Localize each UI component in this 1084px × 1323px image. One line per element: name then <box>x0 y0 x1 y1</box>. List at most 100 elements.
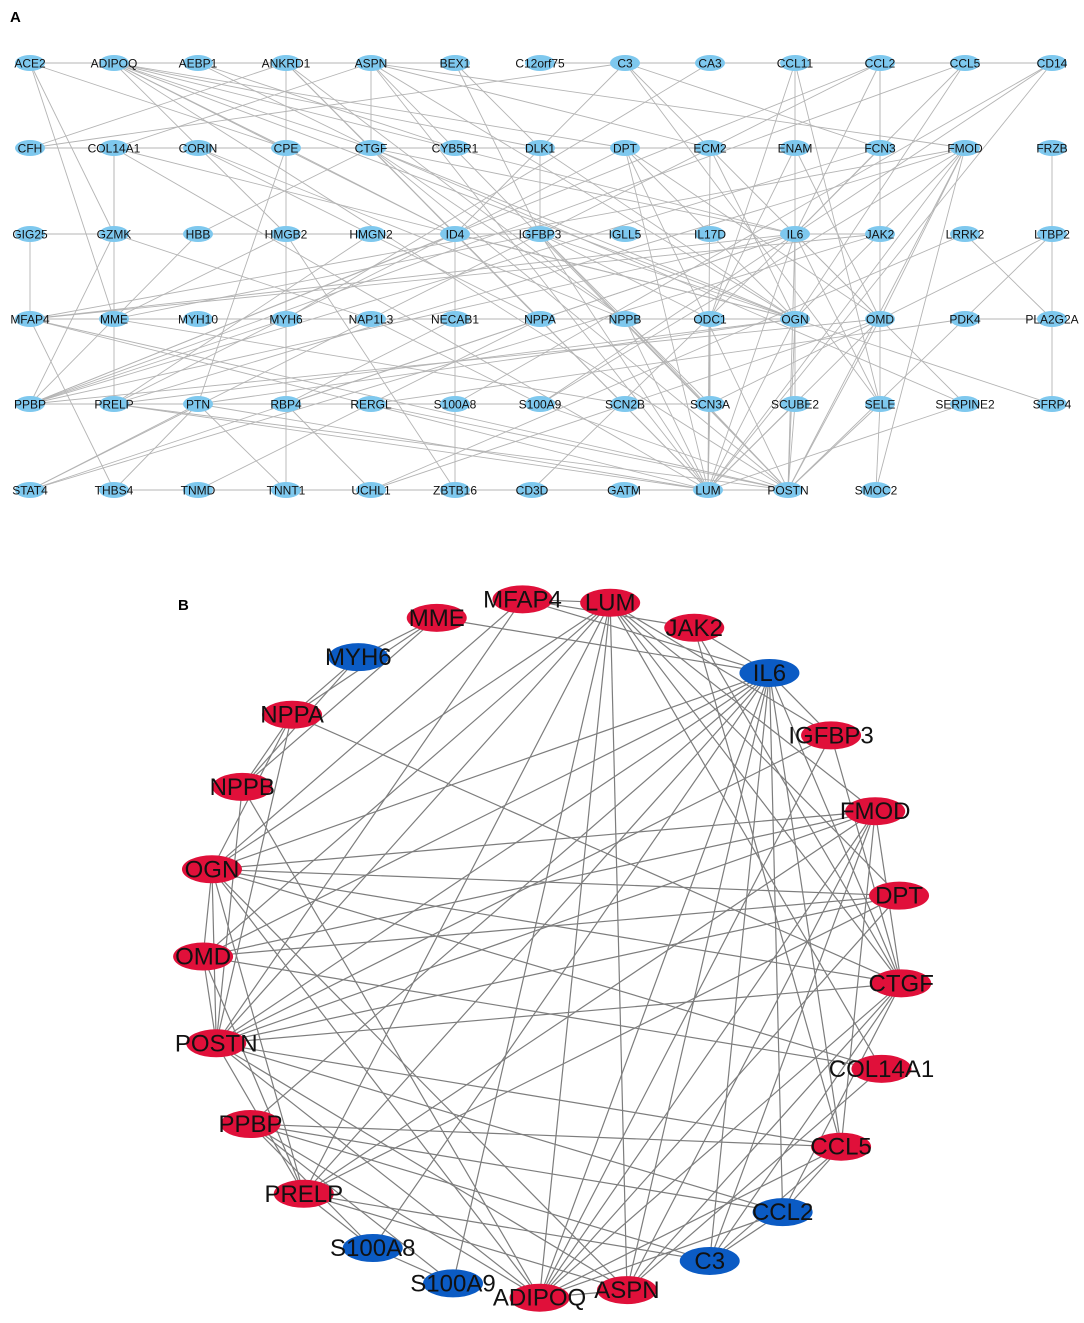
edge-omd-postn <box>787 318 881 491</box>
edge-aspn-col14a1 <box>113 62 372 149</box>
edge-nppa-postn <box>215 714 293 1044</box>
node-ellipse <box>99 55 129 71</box>
node-label: CORIN <box>179 142 218 156</box>
node-nppa: NPPA <box>524 311 556 327</box>
node-label: SFRP4 <box>1033 398 1072 412</box>
node-corin: CORIN <box>179 140 218 156</box>
node-cfh: CFH <box>15 140 45 156</box>
node-label: NPPB <box>609 313 642 327</box>
node-mfap4: MFAP4 <box>483 585 562 614</box>
node-ltbp2: LTBP2 <box>1034 226 1070 242</box>
node-label: SCN3A <box>690 398 730 412</box>
edge-aspn-prelp <box>303 1193 628 1291</box>
node-label: CYB5R1 <box>432 142 479 156</box>
edge-myh6-ppbp <box>29 318 287 405</box>
edge-prelp-ogn <box>211 869 305 1194</box>
edge-igfbp3-odc1 <box>539 233 711 320</box>
node-ca3: CA3 <box>695 55 725 71</box>
edge-fmod-ccl5 <box>840 811 876 1147</box>
node-label: ENAM <box>778 142 813 156</box>
node-scn2b: SCN2B <box>605 396 645 412</box>
node-necab1: NECAB1 <box>431 311 479 327</box>
node-ellipse <box>610 55 640 71</box>
node-label: JAK2 <box>666 615 723 642</box>
node-ellipse <box>183 396 213 412</box>
node-c12orf75: C12orf75 <box>515 55 565 71</box>
node-mfap4: MFAP4 <box>10 311 50 327</box>
node-label: LUM <box>695 484 720 498</box>
node-ellipse <box>865 55 895 71</box>
node-label: HBB <box>186 228 211 242</box>
edge-ccl5-ppbp <box>250 1123 842 1148</box>
node-ellipse <box>328 643 389 672</box>
node-ellipse <box>693 482 723 498</box>
edge-necab1-rbp4 <box>285 318 456 405</box>
edge-il6-ogn <box>211 672 770 870</box>
edge-ogn-lum <box>707 318 796 491</box>
node-myh6: MYH6 <box>325 643 392 672</box>
node-ellipse <box>271 226 301 242</box>
edge-ccl2-il6 <box>794 62 881 235</box>
node-ellipse <box>356 311 386 327</box>
edge-ccl5-ogn <box>794 62 966 320</box>
edge-sfrp4-ogn <box>794 318 1053 405</box>
edge-adipoq-ogn <box>211 868 541 1299</box>
node-ellipse <box>183 482 213 498</box>
edge-fmod-omd <box>202 810 876 958</box>
node-ellipse <box>271 482 301 498</box>
node-myh10: MYH10 <box>178 311 218 327</box>
node-il6: IL6 <box>780 226 810 242</box>
node-ellipse <box>525 55 555 71</box>
node-ellipse <box>183 55 213 71</box>
edge-aspn-lum <box>370 62 709 491</box>
node-ellipse <box>15 55 45 71</box>
node-ellipse <box>99 482 129 498</box>
node-ellipse <box>845 797 906 826</box>
node-pla2g2a: PLA2G2A <box>1025 311 1079 327</box>
node-nppb: NPPB <box>609 311 642 327</box>
node-label: ASPN <box>355 57 388 71</box>
edge-fmod-s100a9 <box>539 147 966 405</box>
edge-il6-ctgf <box>768 672 902 984</box>
node-tnnt1: TNNT1 <box>267 482 306 498</box>
node-ellipse <box>950 55 980 71</box>
node-ellipse <box>950 311 980 327</box>
node-label: IGLL5 <box>609 228 642 242</box>
edge-corin-nppb <box>197 147 626 320</box>
edge-igfbp3-ctgf <box>830 735 902 984</box>
node-label: NPPA <box>260 702 324 729</box>
node-label: BEX1 <box>440 57 471 71</box>
node-lum: LUM <box>693 482 723 498</box>
node-label: DLK1 <box>525 142 555 156</box>
node-label: SERPINE2 <box>935 398 995 412</box>
node-label: FMOD <box>840 798 911 825</box>
edge-sele-postn <box>787 403 881 491</box>
edge-il6-ccl5 <box>768 672 842 1147</box>
edge-mme-nppb <box>241 617 438 788</box>
node-ellipse <box>861 482 891 498</box>
edge-ctgf-postn <box>216 982 902 1044</box>
node-s100a8: S100A8 <box>330 1234 415 1263</box>
node-label: PPBP <box>14 398 46 412</box>
node-label: PTN <box>186 398 210 412</box>
node-label: RERGL <box>350 398 392 412</box>
node-gatm: GATM <box>607 482 641 498</box>
edge-adipoq-postn <box>215 1042 540 1299</box>
panel-b-label: B <box>178 597 189 614</box>
edge-ptn-lum <box>197 403 709 491</box>
node-ellipse <box>423 1269 484 1298</box>
node-ellipse <box>1037 140 1067 156</box>
node-label: RBP4 <box>270 398 302 412</box>
edge-omd-ogn <box>202 869 213 957</box>
node-label: SMOC2 <box>855 484 898 498</box>
edge-ccl2-ppbp <box>250 1123 783 1213</box>
node-ellipse <box>262 700 323 729</box>
edge-omd-ppbp <box>29 318 881 405</box>
node-label: ADIPOQ <box>493 1285 586 1312</box>
node-label: C3 <box>617 57 633 71</box>
node-ellipse <box>610 396 640 412</box>
node-hmgn2: HMGN2 <box>349 226 393 242</box>
node-s100a8: S100A8 <box>434 396 477 412</box>
